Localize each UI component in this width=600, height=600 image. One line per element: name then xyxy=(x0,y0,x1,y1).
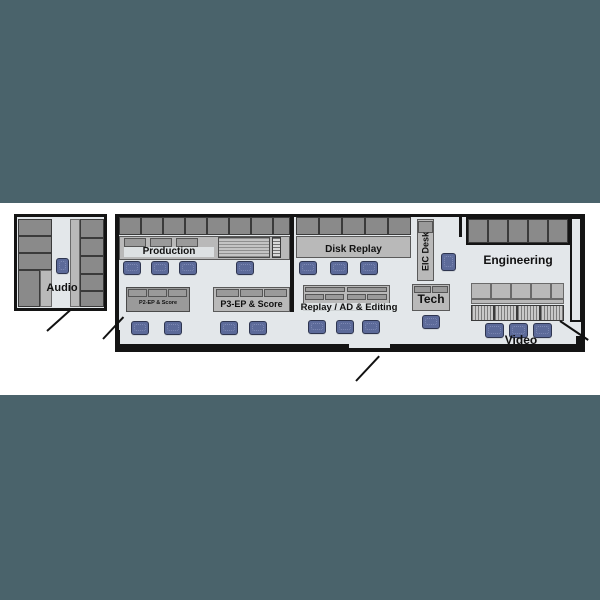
video-rack-4 xyxy=(540,305,564,321)
chair-audio-1[interactable] xyxy=(56,258,69,274)
engineering-casework-3 xyxy=(508,219,528,243)
replay-monitor-1 xyxy=(305,294,324,300)
diskreplay-upper-casework-3 xyxy=(342,217,365,235)
desk-label-p2: P2-EP & Score xyxy=(138,300,178,306)
replay-monitor-top-1 xyxy=(305,287,345,292)
p3-monitor-3 xyxy=(264,289,287,297)
diskreplay-upper-casework-1 xyxy=(296,217,319,235)
engineering-casework-1 xyxy=(468,219,488,243)
chair-p2-2[interactable] xyxy=(164,321,182,335)
video-shelf-2 xyxy=(491,283,511,299)
chair-replay-1[interactable] xyxy=(308,320,326,334)
chair-p2-1[interactable] xyxy=(131,321,149,335)
engineering-right-corridor-floor xyxy=(572,219,580,320)
production-monitor-1 xyxy=(124,238,146,247)
production-upper-casework-7 xyxy=(251,217,273,235)
room-label-engineering: Engineering xyxy=(483,253,553,267)
production-upper-casework-3 xyxy=(163,217,185,235)
production-console[interactable] xyxy=(218,237,270,258)
chair-production-2[interactable] xyxy=(151,261,169,275)
video-shelf-rail xyxy=(471,299,564,304)
production-upper-casework-8 xyxy=(273,217,290,235)
room-label-video: Video xyxy=(504,333,538,347)
engineering-casework-4 xyxy=(528,219,548,243)
desk-label-eic: EIC Desk xyxy=(420,231,431,272)
diskreplay-upper-casework-5 xyxy=(388,217,411,235)
production-upper-casework-6 xyxy=(229,217,251,235)
chair-tech-1[interactable] xyxy=(422,315,440,329)
replay-monitor-3 xyxy=(347,294,366,300)
video-shelf-4 xyxy=(531,283,551,299)
desk-label-production: Production xyxy=(124,247,214,257)
p2-monitor-2 xyxy=(148,289,167,297)
p2-monitor-1 xyxy=(128,289,147,297)
video-rack-2 xyxy=(494,305,517,321)
production-upper-casework-4 xyxy=(185,217,207,235)
audio-casework-left-1 xyxy=(18,219,52,236)
chair-video-2[interactable] xyxy=(509,323,528,338)
engineering-casework-5 xyxy=(548,219,568,243)
desk-label-tech: Tech xyxy=(417,292,445,306)
chair-production-4[interactable] xyxy=(236,261,254,275)
chair-video-3[interactable] xyxy=(533,323,552,338)
chair-disk-replay-2[interactable] xyxy=(330,261,348,275)
production-monitor-2 xyxy=(150,238,172,247)
replay-monitor-top-2 xyxy=(347,287,387,292)
audio-casework-right-1 xyxy=(80,219,104,238)
audio-casework-left-2 xyxy=(18,236,52,253)
eic-monitor-1 xyxy=(418,221,433,233)
audio-casework-right-strip xyxy=(70,219,80,307)
production-upper-casework-2 xyxy=(141,217,163,235)
chair-disk-replay-3[interactable] xyxy=(360,261,378,275)
production-upper-casework-5 xyxy=(207,217,229,235)
disk-replay-desk[interactable] xyxy=(296,236,411,258)
audio-casework-left-4 xyxy=(18,270,40,307)
chair-video-1[interactable] xyxy=(485,323,504,338)
video-shelf-5 xyxy=(551,283,564,299)
engineering-casework-2 xyxy=(488,219,508,243)
room-label-audio: Audio xyxy=(46,282,78,294)
video-rack-1 xyxy=(471,305,494,321)
chair-replay-2[interactable] xyxy=(336,320,354,334)
tech-monitor-1 xyxy=(414,286,431,293)
p3-monitor-2 xyxy=(240,289,263,297)
door-jamb-bottom-left xyxy=(119,344,349,348)
chair-p3-2[interactable] xyxy=(249,321,267,335)
chair-p3-1[interactable] xyxy=(220,321,238,335)
chair-disk-replay-1[interactable] xyxy=(299,261,317,275)
production-upper-casework-1 xyxy=(119,217,141,235)
video-rack-3 xyxy=(517,305,540,321)
audio-casework-right-2 xyxy=(80,238,104,256)
interior-partition-2 xyxy=(459,217,462,237)
diskreplay-upper-casework-2 xyxy=(319,217,342,235)
video-shelf-3 xyxy=(511,283,531,299)
production-keypad[interactable] xyxy=(272,237,281,258)
chair-replay-3[interactable] xyxy=(362,320,380,334)
video-shelf-1 xyxy=(471,283,491,299)
p3-monitor-1 xyxy=(216,289,239,297)
door-jamb-left xyxy=(115,330,120,348)
production-monitor-3 xyxy=(176,238,198,247)
diskreplay-upper-casework-4 xyxy=(365,217,388,235)
chair-production-3[interactable] xyxy=(179,261,197,275)
desk-label-replay-ad-editing: Replay / AD & Editing xyxy=(298,303,400,313)
audio-casework-left-3 xyxy=(18,253,52,270)
audio-casework-right-4 xyxy=(80,274,104,291)
audio-casework-right-3 xyxy=(80,256,104,274)
door-jamb-right xyxy=(576,336,582,352)
door-jamb-bottom-right xyxy=(390,344,580,348)
p2-monitor-3 xyxy=(168,289,187,297)
eic-desk[interactable] xyxy=(417,219,434,281)
replay-monitor-4 xyxy=(367,294,387,300)
chair-production-1[interactable] xyxy=(123,261,141,275)
desk-label-p3: P3-EP & Score xyxy=(220,299,283,309)
interior-partition-1 xyxy=(290,217,294,312)
audio-casework-right-5 xyxy=(80,291,104,307)
desk-label-disk-replay: Disk Replay xyxy=(325,244,382,255)
chair-eic-1[interactable] xyxy=(441,253,456,271)
replay-monitor-2 xyxy=(325,294,344,300)
tech-monitor-2 xyxy=(432,286,448,293)
audio-casework-left-5 xyxy=(40,270,52,307)
